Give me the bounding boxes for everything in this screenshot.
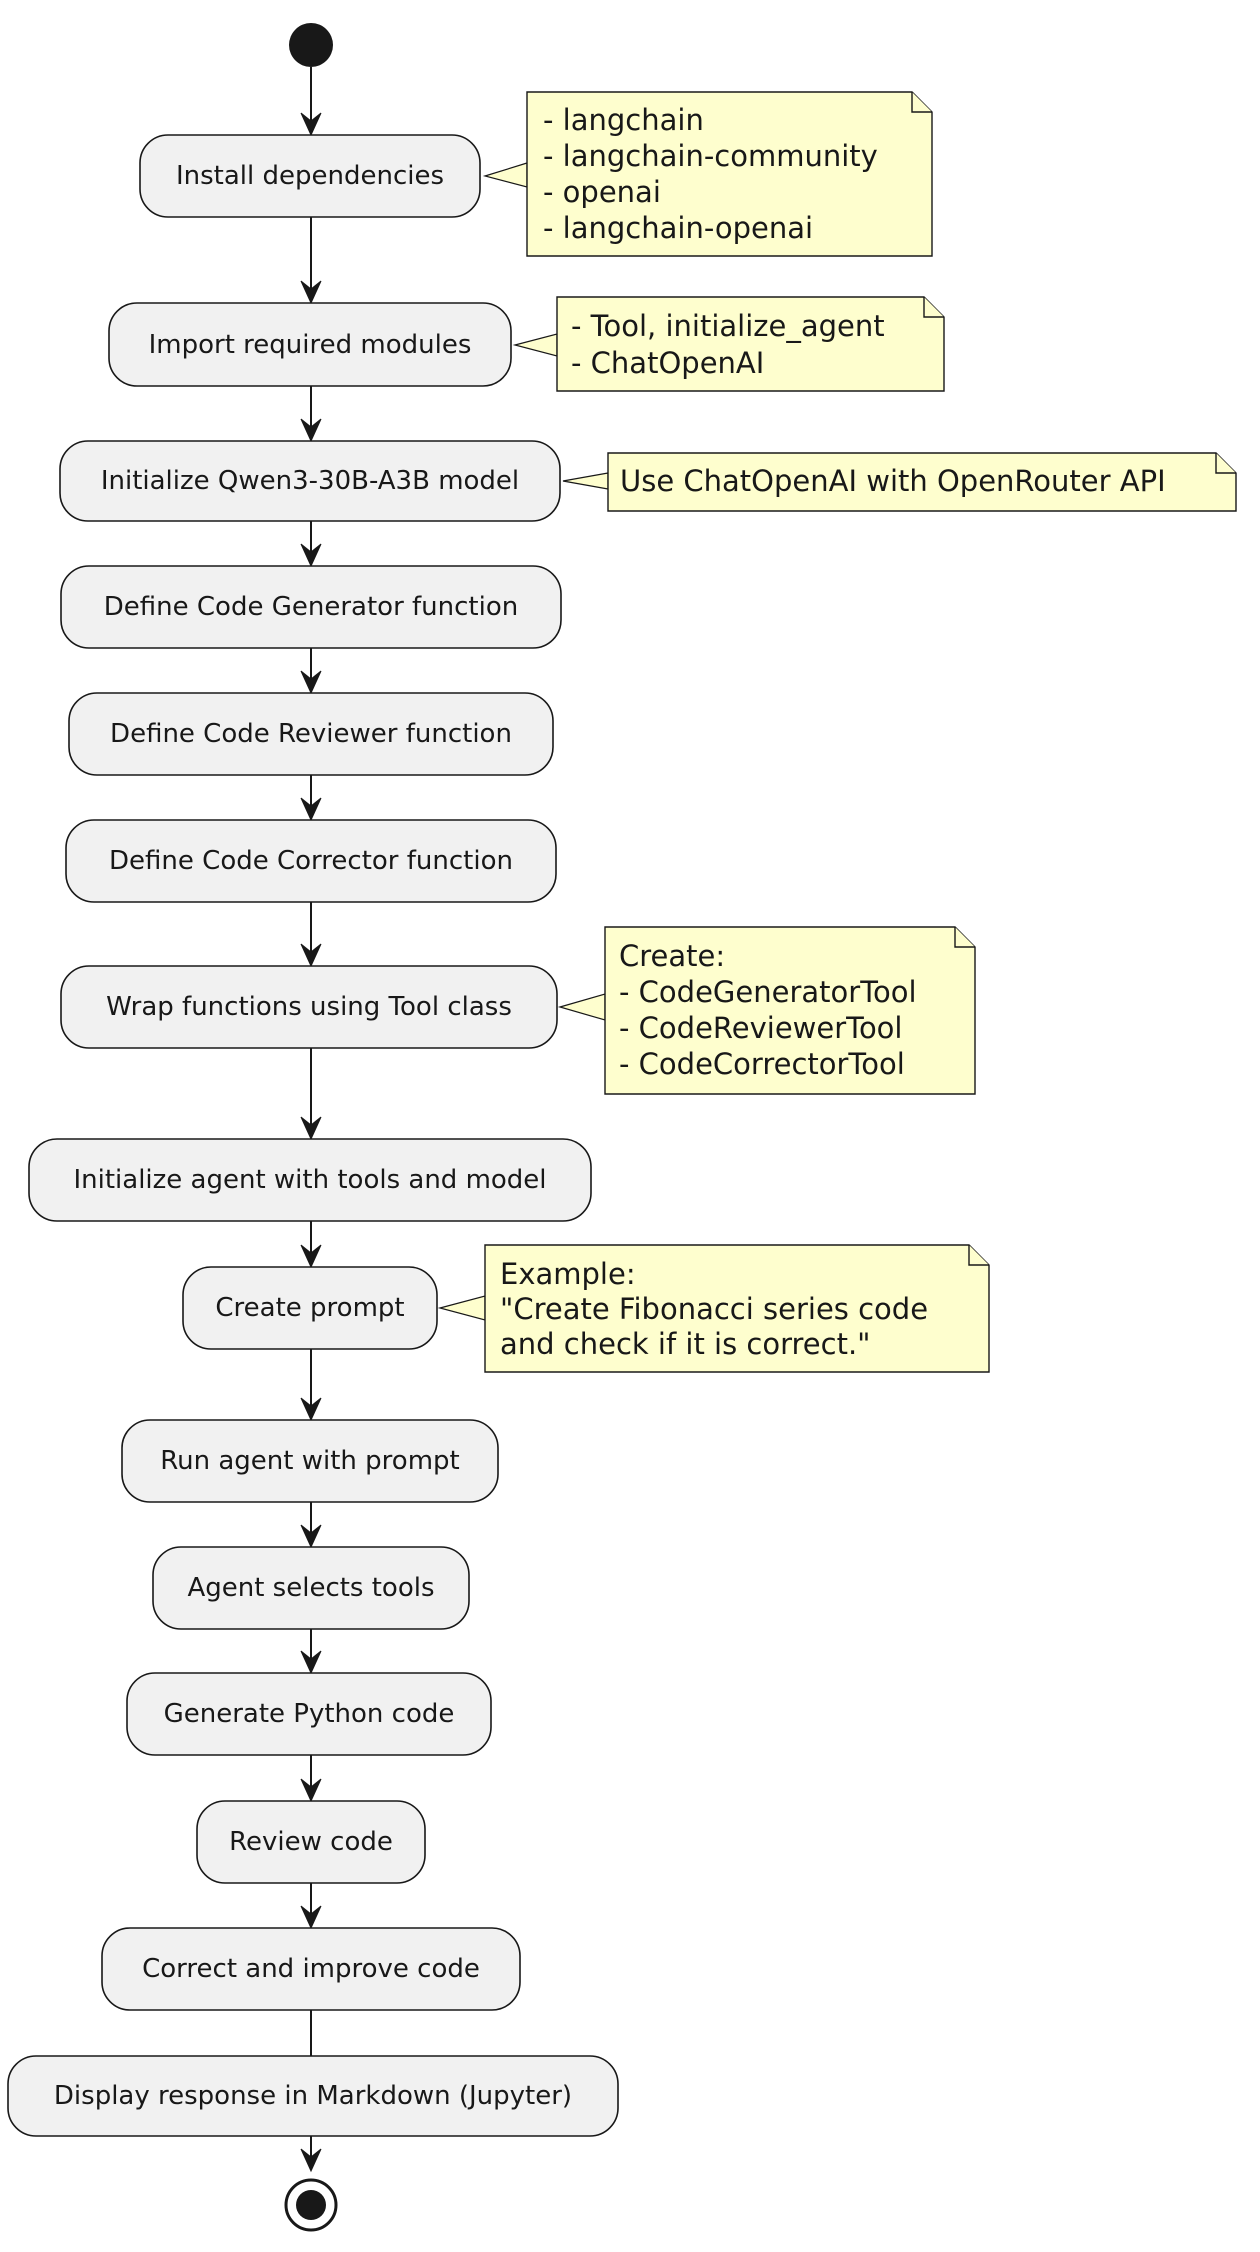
step-label: Initialize Qwen3-30B-A3B model xyxy=(101,466,519,496)
note-line: - langchain-community xyxy=(543,139,878,173)
note-line: - langchain-openai xyxy=(543,211,813,245)
step-label: Correct and improve code xyxy=(142,1954,480,1984)
note-line: - Tool, initialize_agent xyxy=(571,309,885,343)
step-select-tools: Agent selects tools xyxy=(152,1546,470,1630)
edges xyxy=(300,67,322,2173)
step-review-code: Review code xyxy=(196,1800,426,1884)
step-wrap-functions: Wrap functions using Tool class xyxy=(60,965,558,1049)
step-install: Install dependencies xyxy=(139,134,481,218)
note-line: Example: xyxy=(500,1257,636,1291)
step-label: Wrap functions using Tool class xyxy=(106,992,512,1022)
step-generate-code: Generate Python code xyxy=(126,1672,492,1756)
note-init-model: Use ChatOpenAI with OpenRouter API xyxy=(562,452,1237,512)
note-line: and check if it is correct." xyxy=(500,1327,871,1361)
step-create-prompt: Create prompt xyxy=(182,1266,438,1350)
note-line: "Create Fibonacci series code xyxy=(500,1292,928,1326)
end-node xyxy=(284,2178,338,2232)
step-correct-code: Correct and improve code xyxy=(101,1927,521,2011)
step-label: Define Code Reviewer function xyxy=(110,719,512,749)
arrowhead xyxy=(300,1524,322,1549)
start-node xyxy=(289,23,333,67)
step-define-generator: Define Code Generator function xyxy=(60,565,562,649)
note-line: - CodeReviewerTool xyxy=(619,1011,903,1045)
arrowhead xyxy=(300,2148,322,2173)
step-init-model: Initialize Qwen3-30B-A3B model xyxy=(59,440,561,522)
step-import: Import required modules xyxy=(108,302,512,387)
note-install: - langchain - langchain-community - open… xyxy=(482,91,933,257)
arrowhead xyxy=(300,1244,322,1269)
arrowhead xyxy=(300,1116,322,1141)
arrowhead xyxy=(300,418,322,443)
step-label: Install dependencies xyxy=(176,161,444,191)
step-label: Initialize agent with tools and model xyxy=(73,1165,546,1195)
arrowhead xyxy=(300,1778,322,1803)
step-label: Run agent with prompt xyxy=(160,1446,459,1476)
step-label: Create prompt xyxy=(215,1293,404,1323)
step-label: Generate Python code xyxy=(164,1699,455,1729)
note-wrap-functions: Create: - CodeGeneratorTool - CodeReview… xyxy=(557,926,976,1095)
arrowhead xyxy=(300,1905,322,1930)
note-line: - openai xyxy=(543,175,661,209)
arrowhead xyxy=(300,943,322,968)
arrowhead xyxy=(300,670,322,695)
arrowhead xyxy=(300,543,322,568)
note-line: - langchain xyxy=(543,103,704,137)
arrowhead xyxy=(300,280,322,305)
step-display-response: Display response in Markdown (Jupyter) xyxy=(7,2055,619,2137)
step-label: Review code xyxy=(229,1827,393,1857)
step-label: Define Code Generator function xyxy=(104,592,518,622)
note-line: - CodeCorrectorTool xyxy=(619,1047,905,1081)
arrowhead xyxy=(300,1650,322,1675)
step-label: Import required modules xyxy=(149,330,472,360)
note-line: Use ChatOpenAI with OpenRouter API xyxy=(620,464,1166,498)
note-line: Create: xyxy=(619,939,725,973)
step-define-corrector: Define Code Corrector function xyxy=(65,819,557,903)
note-create-prompt: Example: "Create Fibonacci series code a… xyxy=(437,1244,990,1373)
arrowhead xyxy=(300,1397,322,1422)
step-label: Display response in Markdown (Jupyter) xyxy=(54,2081,572,2111)
step-run-agent: Run agent with prompt xyxy=(121,1419,499,1503)
note-line: - CodeGeneratorTool xyxy=(619,975,917,1009)
step-define-reviewer: Define Code Reviewer function xyxy=(68,692,554,776)
note-line: - ChatOpenAI xyxy=(571,346,764,380)
arrowhead xyxy=(300,112,322,137)
step-label: Define Code Corrector function xyxy=(109,846,513,876)
step-init-agent: Initialize agent with tools and model xyxy=(28,1138,592,1222)
arrowhead xyxy=(300,797,322,822)
step-label: Agent selects tools xyxy=(187,1573,434,1603)
note-import: - Tool, initialize_agent - ChatOpenAI xyxy=(512,296,945,392)
